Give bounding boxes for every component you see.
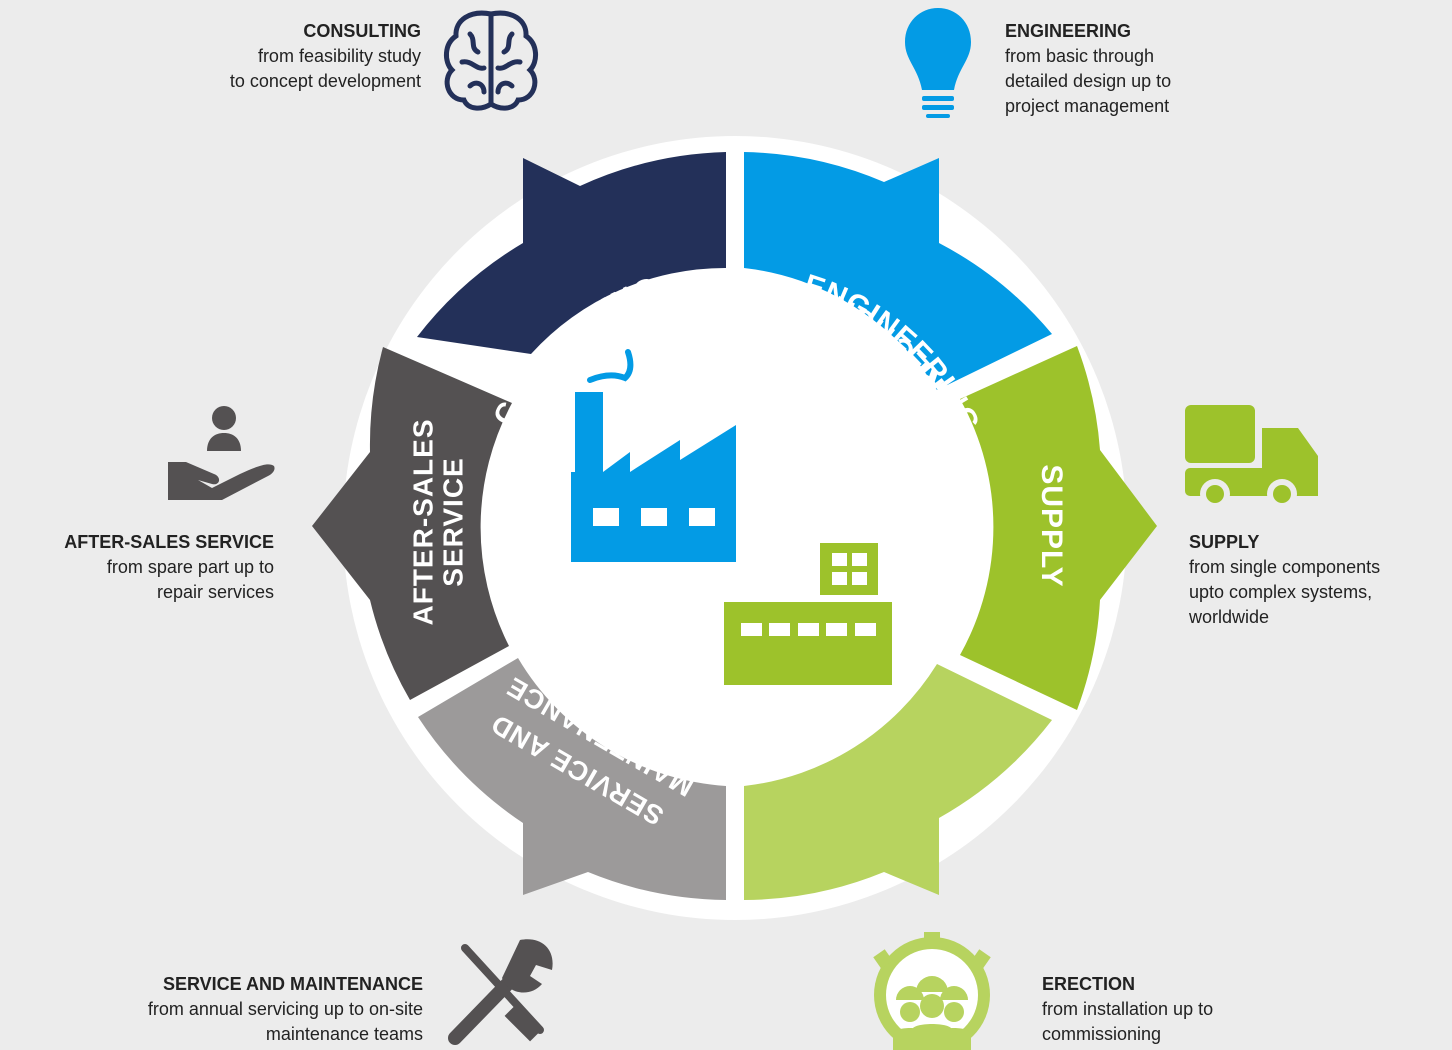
building-icon [724, 543, 892, 685]
description-line: upto complex systems, [1189, 582, 1373, 602]
description-line: to concept development [229, 71, 421, 91]
description-line: from installation up to [1042, 999, 1214, 1019]
description-title-erection: ERECTION [1042, 974, 1136, 994]
segment-label-after-line1: AFTER-SALES [407, 419, 438, 626]
description-line: from feasibility study [257, 46, 421, 66]
description-line: repair services [156, 582, 274, 602]
description-service-maintenance: SERVICE AND MAINTENANCE from annual serv… [148, 972, 423, 1047]
description-line: from single components [1189, 557, 1381, 577]
description-line: detailed design up to [1005, 71, 1172, 91]
description-after-sales: AFTER-SALES SERVICE from spare part up t… [64, 530, 274, 605]
hand-person-icon [168, 406, 275, 500]
description-title-supply: SUPPLY [1189, 532, 1260, 552]
segment-erection[interactable] [744, 664, 1052, 900]
segment-engineering[interactable] [744, 152, 1052, 390]
description-engineering: ENGINEERING from basic through detailed … [1005, 19, 1171, 119]
segment-consulting[interactable] [417, 152, 726, 354]
description-line: commissioning [1042, 1024, 1162, 1044]
segment-label-after-line2: SERVICE [437, 457, 468, 586]
description-consulting: CONSULTING from feasibility study to con… [230, 19, 421, 94]
description-title-engineering: ENGINEERING [1005, 21, 1132, 41]
description-title-after-sales: AFTER-SALES SERVICE [64, 532, 274, 552]
factory-icon [571, 349, 736, 562]
lightbulb-icon [905, 8, 971, 118]
description-supply: SUPPLY from single components upto compl… [1189, 530, 1380, 630]
description-line: maintenance teams [265, 1024, 423, 1044]
segment-after-sales[interactable] [312, 347, 512, 700]
segment-service-maintenance[interactable] [418, 658, 726, 900]
segment-supply[interactable] [960, 346, 1157, 710]
truck-icon [1185, 405, 1318, 509]
description-line: project management [1005, 96, 1170, 116]
description-title-consulting: CONSULTING [303, 21, 421, 41]
description-title-service-maintenance: SERVICE AND MAINTENANCE [162, 974, 423, 994]
workers-gear-icon [873, 932, 991, 1050]
tools-icon [448, 939, 553, 1045]
description-line: worldwide [1189, 607, 1270, 627]
description-line: from spare part up to [106, 557, 274, 577]
description-line: from annual servicing up to on-site [147, 999, 423, 1019]
description-line: from basic through [1005, 46, 1155, 66]
brain-icon [444, 10, 538, 111]
segment-label-supply: SUPPLY [1035, 464, 1068, 587]
description-erection: ERECTION from installation up to commiss… [1042, 972, 1213, 1047]
